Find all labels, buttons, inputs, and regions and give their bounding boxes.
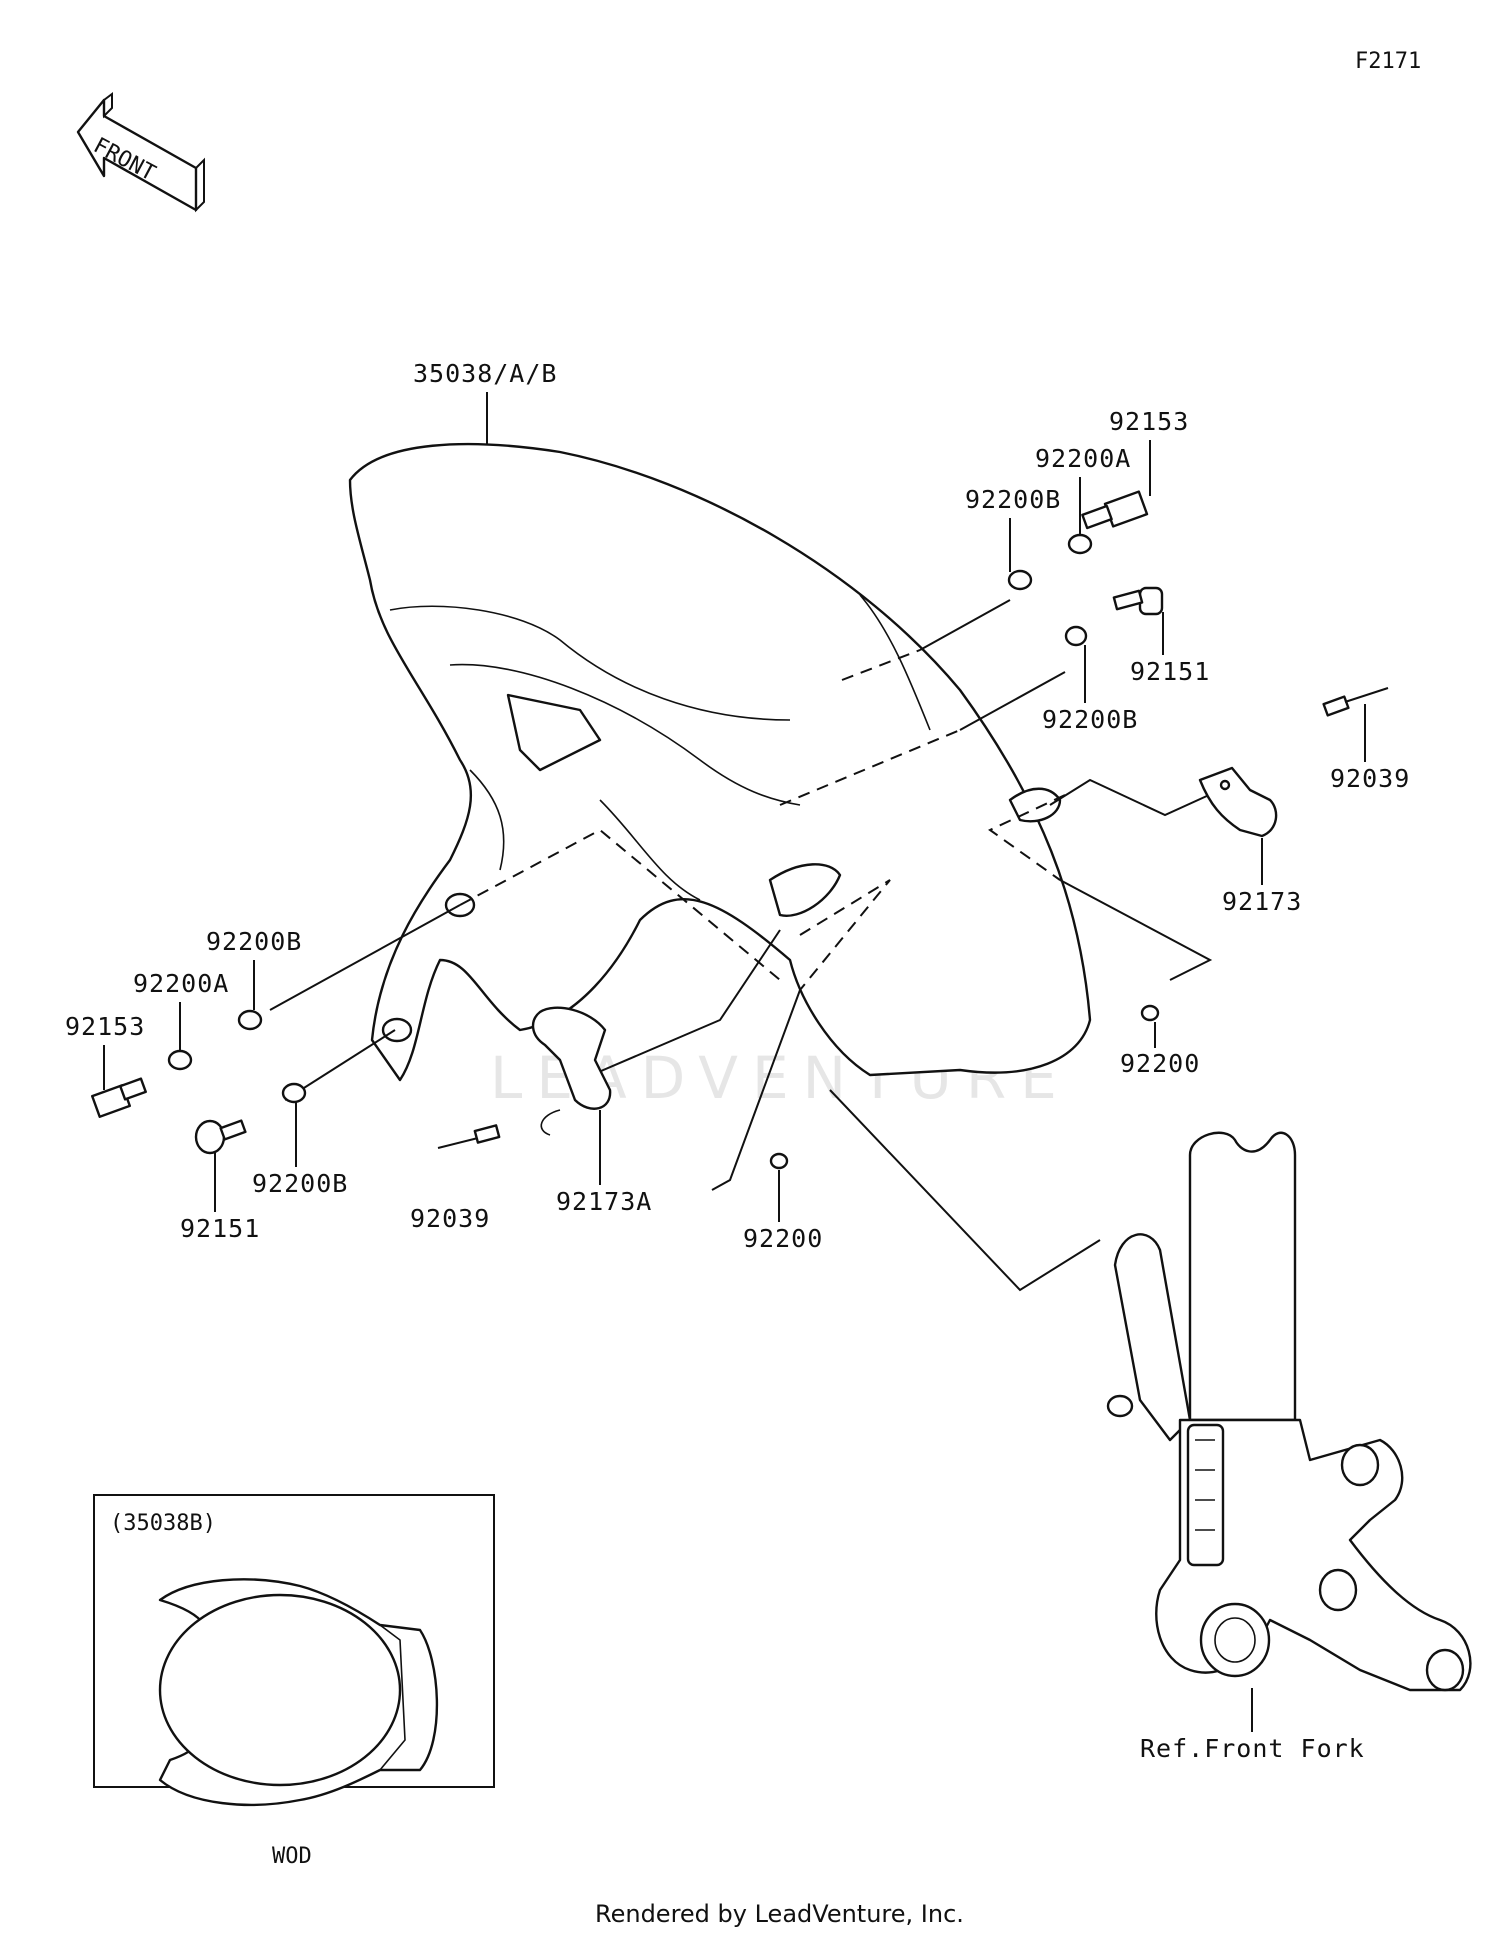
label-washer-right: 92200 — [1120, 1049, 1200, 1078]
inset-label: (35038B) — [110, 1511, 216, 1536]
label-rivet-left: 92039 — [410, 1204, 490, 1233]
front-fender — [348, 442, 1092, 1082]
label-bolt-right: 92153 — [1109, 407, 1189, 436]
label-front-fork-ref: Ref.Front Fork — [1140, 1734, 1365, 1763]
inset-fender-top-view — [158, 1578, 439, 1807]
label-washer-b-right-low: 92200B — [1042, 705, 1138, 734]
front-fork-reference — [1106, 1131, 1472, 1692]
label-rivet-right: 92039 — [1330, 764, 1410, 793]
washer-icon-center — [769, 1152, 789, 1170]
label-bolt-left: 92153 — [65, 1012, 145, 1041]
clamp-icon-left — [531, 1006, 612, 1136]
rivet-icon-right — [1322, 687, 1389, 717]
bolt-icon-left — [91, 1077, 147, 1119]
washer-icon-right-a — [1067, 533, 1093, 555]
footer-credit: Rendered by LeadVenture, Inc. — [595, 1900, 964, 1928]
label-fender: 35038/A/B — [413, 359, 557, 388]
clamp-icon-right — [1198, 766, 1278, 838]
screw-icon-left — [194, 1119, 247, 1155]
label-screw-left: 92151 — [180, 1214, 260, 1243]
screw-icon-right — [1112, 586, 1164, 616]
label-clamp-right: 92173 — [1222, 887, 1302, 916]
washer-icon-right-c — [1064, 625, 1088, 647]
washer-icon-right-d — [1140, 1004, 1160, 1022]
label-washer-center: 92200 — [743, 1224, 823, 1253]
label-washer-a-left: 92200A — [133, 969, 229, 998]
rivet-icon-left — [437, 1124, 501, 1149]
washer-icon-left-b — [237, 1009, 263, 1031]
label-washer-b-left-low: 92200B — [252, 1169, 348, 1198]
label-washer-b-right-top: 92200B — [965, 485, 1061, 514]
diagram-code: F2171 — [1355, 49, 1421, 74]
label-washer-a-right: 92200A — [1035, 444, 1131, 473]
inset-caption: WOD — [272, 1844, 312, 1869]
label-screw-right: 92151 — [1130, 657, 1210, 686]
washer-icon-right-b — [1007, 569, 1033, 591]
washer-icon-left-c — [281, 1082, 307, 1104]
washer-icon-left-a — [167, 1049, 193, 1071]
front-arrow-icon: FRONT — [76, 92, 205, 213]
label-clamp-left: 92173A — [556, 1187, 652, 1216]
label-washer-b-left-top: 92200B — [206, 927, 302, 956]
bolt-icon-right — [1081, 490, 1149, 530]
